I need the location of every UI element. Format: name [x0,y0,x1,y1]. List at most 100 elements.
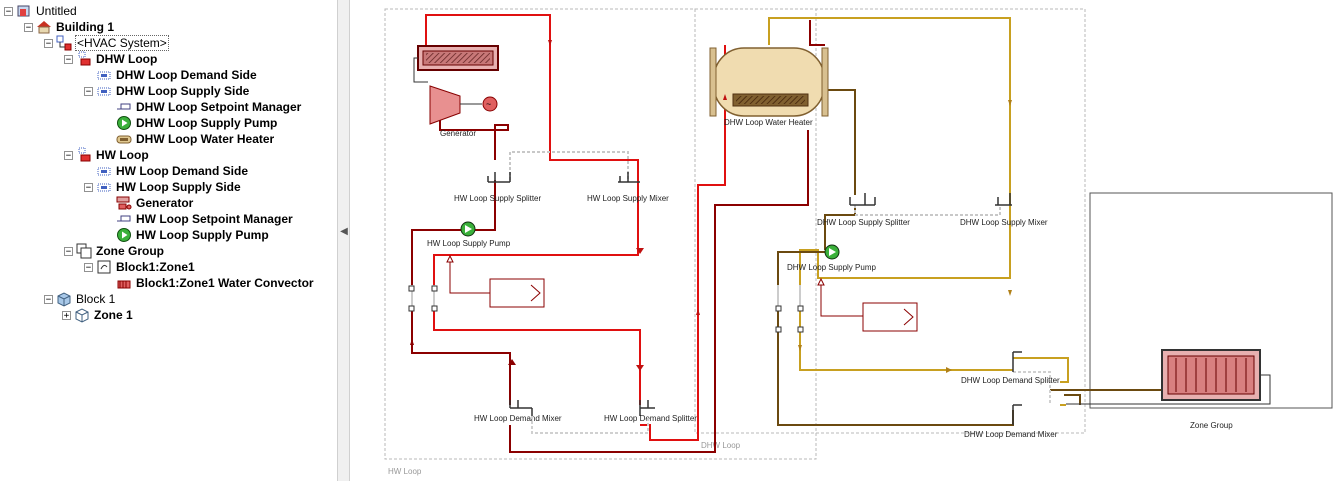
tree-node-zone[interactable]: + Zone 1 [62,307,134,323]
dhw-return-pipe[interactable] [828,89,856,195]
dhw-branch-node[interactable] [797,326,804,333]
setpoint-manager-icon [117,215,131,222]
dhw-demand-mixer[interactable] [1012,404,1022,425]
tree-node-dhw-demand[interactable]: + DHW Loop Demand Side [84,67,258,83]
tree-node-hw-pump[interactable]: HW Loop Supply Pump [116,227,270,243]
generator-component[interactable]: ~ [413,45,499,125]
tree-label: DHW Loop Supply Side [116,84,250,98]
generator-label: Generator [440,129,476,138]
tree-label: Block1:Zone1 [116,260,195,274]
dhw-return-pipe[interactable] [824,205,856,250]
hw-loop-boundary[interactable] [384,8,817,460]
collapse-toggle[interactable]: − [64,150,73,161]
tree-label: HW Loop [96,148,149,162]
collapse-toggle[interactable]: − [84,262,93,273]
plant-loop-diagram: HW Loop DHW Loop Zone Group ~ Generator [384,8,1333,476]
tree-node-block-zone[interactable]: − Block1:Zone1 [84,259,196,275]
tree-label: HW Loop Setpoint Manager [136,212,293,226]
tree-node-hvac-system[interactable]: − <HVAC System> [44,35,169,51]
hw-setpoint-manager[interactable] [446,254,545,308]
tree-node-hw-loop[interactable]: − HW Loop [64,147,150,163]
tree-node-zone-group[interactable]: − Zone Group [64,243,165,259]
zone-wireframe-icon [75,308,89,323]
collapse-arrow-icon[interactable]: ◀ [340,226,348,237]
tree-node-dhw-supply[interactable]: − DHW Loop Supply Side [84,83,250,99]
hw-supply-splitter-label: HW Loop Supply Splitter [454,194,541,203]
loop-side-icon [97,87,111,96]
water-heater-component[interactable] [709,47,829,117]
hw-return-pipe[interactable] [411,310,511,405]
hw-branch-node[interactable] [408,305,415,312]
hw-supply-pump[interactable] [460,221,476,237]
hw-branch-node[interactable] [431,285,438,292]
hw-branch-node[interactable] [431,305,438,312]
water-convector-component[interactable] [1066,349,1271,405]
collapse-toggle[interactable]: − [84,86,93,97]
collapse-toggle[interactable]: − [84,182,93,193]
tree-node-convector[interactable]: Block1:Zone1 Water Convector [116,275,315,291]
hw-bypass-pipe [509,151,629,180]
zone-group-icon [76,243,92,259]
dhw-supply-mixer-label: DHW Loop Supply Mixer [960,218,1048,227]
dhw-demand-bypass [1013,371,1051,405]
dhw-loop-boundary[interactable] [694,8,1086,434]
tree-node-hw-setpoint[interactable]: HW Loop Setpoint Manager [116,211,294,227]
collapse-toggle[interactable]: − [44,38,53,49]
tree-label: Zone 1 [94,308,133,322]
tree-node-hw-demand[interactable]: + HW Loop Demand Side [84,163,249,179]
hw-return-pipe[interactable] [509,130,809,453]
loop-side-icon [97,71,111,80]
hw-supply-pipe[interactable] [425,14,639,285]
hw-demand-bypass [531,416,649,434]
hw-supply-splitter[interactable] [487,172,511,183]
panel-splitter[interactable] [337,0,350,481]
collapse-toggle[interactable]: − [44,294,53,305]
dhw-supply-mixer[interactable] [995,193,1012,206]
dhw-supply-splitter[interactable] [849,193,876,206]
tree-node-building[interactable]: − Building 1 [24,19,115,35]
dhw-return-pipe[interactable] [1064,394,1081,405]
collapse-toggle[interactable]: − [4,6,13,17]
hw-demand-splitter-label: HW Loop Demand Splitter [604,414,697,423]
tree-node-untitled[interactable]: − Untitled [4,3,78,19]
dhw-demand-splitter[interactable] [1012,351,1022,372]
hw-branch-node[interactable] [408,285,415,292]
tree-node-dhw-setpoint[interactable]: DHW Loop Setpoint Manager [116,99,302,115]
dhw-demand-splitter-label: DHW Loop Demand Splitter [961,376,1060,385]
dhw-setpoint-manager[interactable] [817,277,918,332]
hw-demand-mixer[interactable] [509,400,533,416]
hw-supply-pipe[interactable] [433,310,641,405]
water-heater-label: DHW Loop Water Heater [724,118,813,127]
collapse-toggle[interactable]: − [24,22,33,33]
dhw-supply-pipe[interactable] [1013,357,1069,383]
dhw-supply-pipe[interactable] [768,17,1011,285]
collapse-toggle[interactable]: − [64,54,73,65]
dhw-branch-node[interactable] [775,326,782,333]
dhw-supply-pump[interactable] [824,244,840,260]
hvac-system-icon [56,35,72,51]
collapse-toggle[interactable]: − [64,246,73,257]
hw-return-pipe[interactable] [809,20,825,46]
tree-node-generator[interactable]: Generator [116,195,194,211]
tree-node-block[interactable]: − Block 1 [44,291,116,307]
plant-loop-icon [78,51,91,66]
expand-toggle[interactable]: + [62,310,71,321]
hw-demand-splitter[interactable] [639,400,655,416]
tree-node-hw-supply[interactable]: − HW Loop Supply Side [84,179,242,195]
dhw-return-pipe[interactable] [777,251,825,285]
svg-text:~: ~ [486,99,491,109]
hw-loop-label: HW Loop [388,467,422,476]
hw-supply-pipe[interactable] [640,45,726,441]
tree-label: Generator [136,196,194,210]
plant-loop-icon [78,147,91,162]
tree-node-dhw-pump[interactable]: DHW Loop Supply Pump [116,115,278,131]
tree-label: DHW Loop Water Heater [136,132,275,146]
dhw-branch-node[interactable] [775,305,782,312]
tree-node-dhw-loop[interactable]: − DHW Loop [64,51,158,67]
tree-node-dhw-heater[interactable]: DHW Loop Water Heater [116,131,275,147]
hw-return-pipe[interactable] [439,105,509,160]
dhw-branch-node[interactable] [797,305,804,312]
hw-supply-mixer[interactable] [618,172,640,183]
zone-group-label: Zone Group [1190,421,1233,430]
convector-icon [117,280,131,289]
